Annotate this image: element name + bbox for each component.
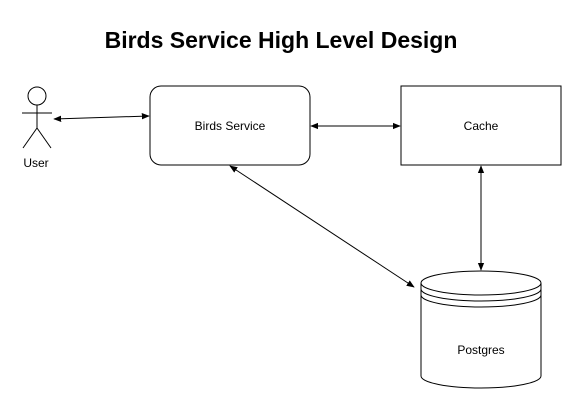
birds-service-node: Birds Service — [149, 85, 311, 166]
postgres-label: Postgres — [457, 343, 504, 357]
postgres-cylinder-top — [420, 270, 542, 296]
diagram-title: Birds Service High Level Design — [105, 27, 458, 53]
birds-service-box — [149, 85, 311, 166]
postgres-cylinder-ring-2 — [420, 294, 542, 308]
actor-left-leg — [22, 127, 38, 149]
birds-service-label: Birds Service — [195, 119, 266, 133]
postgres-cylinder-ring-1 — [420, 288, 542, 302]
cache-node: Cache — [400, 85, 562, 166]
user-label: User — [23, 156, 48, 170]
cache-box — [400, 85, 562, 166]
actor-right-leg — [36, 127, 52, 149]
postgres-cylinder-body — [420, 283, 542, 389]
edge-user-birds-service — [53, 113, 150, 122]
edge-birds-service-postgres — [229, 165, 415, 288]
actor-head — [27, 86, 47, 106]
user-actor: User — [22, 86, 52, 170]
postgres-node: Postgres — [420, 270, 542, 389]
cache-label: Cache — [464, 119, 499, 133]
